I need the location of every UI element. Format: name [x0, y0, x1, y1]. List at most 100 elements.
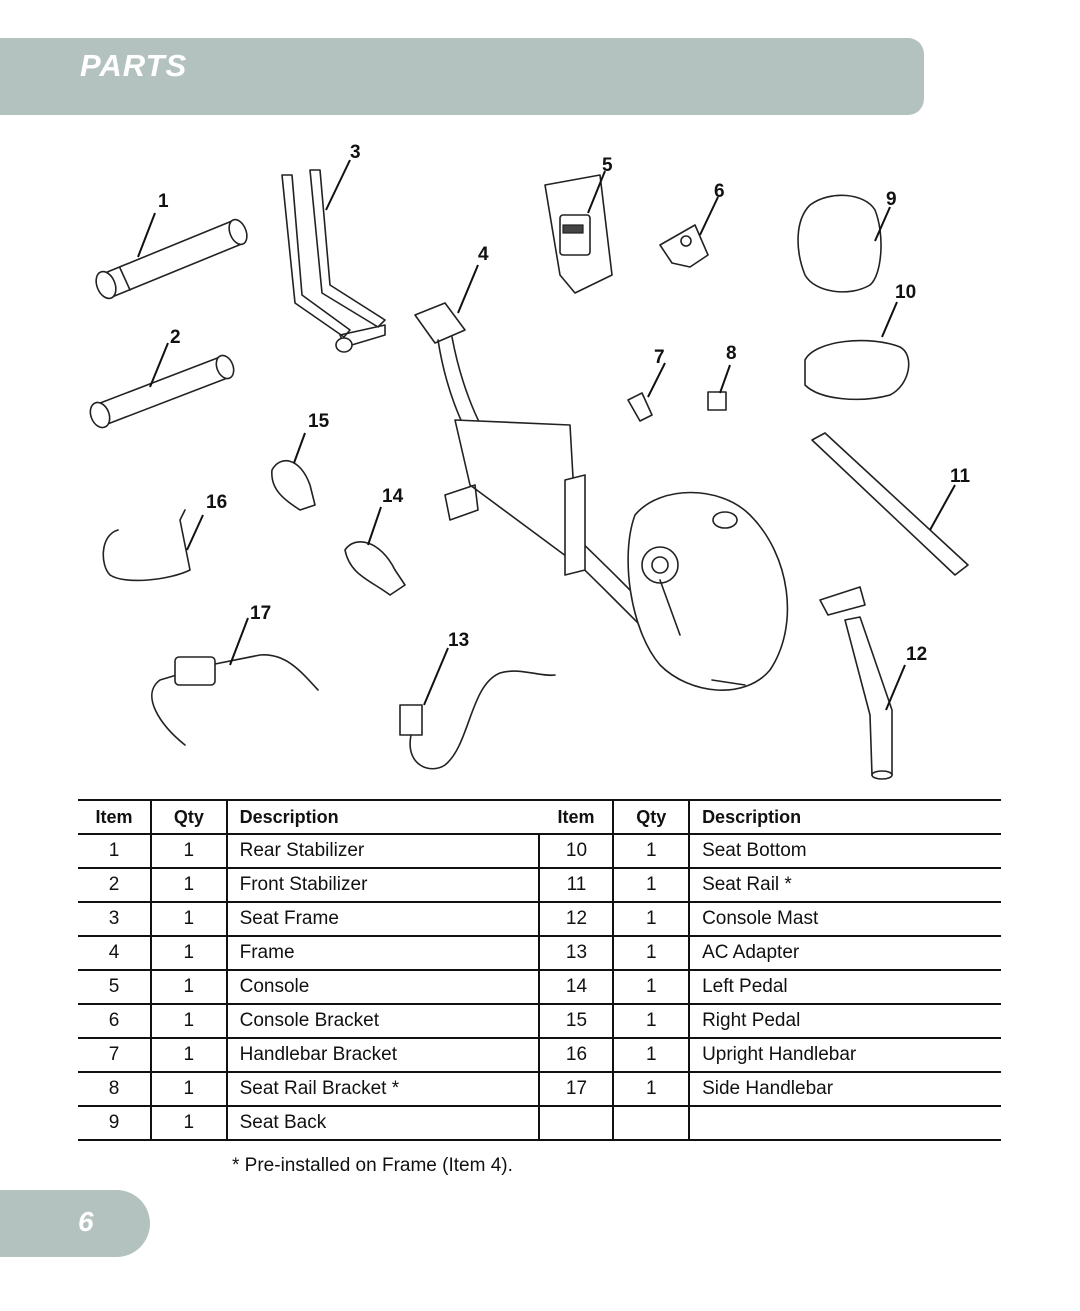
table-row: 4 1 Frame 13 1 AC Adapter — [78, 936, 1001, 971]
cell-qty: 1 — [613, 1072, 691, 1107]
frame-drawing — [414, 302, 789, 691]
cell-description: Seat Rail Bracket * — [226, 1072, 541, 1107]
callout-11: 11 — [950, 466, 971, 487]
callout-6: 6 — [714, 181, 725, 202]
table-row: 6 1 Console Bracket 15 1 Right Pedal — [78, 1004, 1001, 1039]
table-header-row: Item Qty Description Item Qty Descriptio… — [78, 799, 1001, 835]
cell-description: Upright Handlebar — [689, 1038, 1001, 1073]
cell-description: Side Handlebar — [689, 1072, 1001, 1107]
callout-14: 14 — [382, 486, 404, 507]
cell-item: 16 — [539, 1038, 615, 1073]
callout-17: 17 — [250, 603, 271, 624]
callout-4: 4 — [478, 244, 489, 265]
front-stabilizer-drawing — [89, 354, 235, 429]
cell-qty: 1 — [613, 970, 691, 1005]
parts-diagram: 1 2 3 4 5 6 7 8 9 10 11 12 13 14 15 16 1… — [0, 125, 1080, 795]
cell-description: Right Pedal — [689, 1004, 1001, 1039]
cell-qty: 1 — [151, 1038, 228, 1073]
table-row: 9 1 Seat Back — [78, 1106, 1001, 1141]
cell-qty: 1 — [613, 1004, 691, 1039]
parts-table: Item Qty Description Item Qty Descriptio… — [78, 799, 1001, 1141]
cell-item: 13 — [539, 936, 615, 971]
left-pedal-drawing — [344, 541, 406, 596]
callout-5: 5 — [602, 155, 613, 176]
cell-item: 1 — [78, 834, 153, 869]
cell-qty: 1 — [151, 868, 228, 903]
upright-handlebar-drawing — [102, 509, 191, 582]
callout-9: 9 — [886, 189, 897, 210]
cell-item: 11 — [539, 868, 615, 903]
cell-qty: 1 — [151, 1072, 228, 1107]
seat-rail-drawing — [811, 432, 969, 576]
col-header-qty-2: Qty — [613, 799, 691, 835]
cell-qty: 1 — [613, 834, 691, 869]
callout-15: 15 — [308, 411, 330, 432]
cell-qty: 1 — [151, 970, 228, 1005]
cell-item: 3 — [78, 902, 153, 937]
right-pedal-drawing — [271, 460, 316, 511]
cell-item: 10 — [539, 834, 615, 869]
cell-item: 15 — [539, 1004, 615, 1039]
col-header-description: Description — [226, 799, 540, 835]
cell-qty: 1 — [151, 936, 228, 971]
cell-description: Handlebar Bracket — [226, 1038, 541, 1073]
seat-rail-bracket-drawing — [707, 391, 727, 411]
cell-qty: 1 — [151, 1106, 228, 1141]
col-header-description-2: Description — [689, 799, 1001, 835]
callout-10: 10 — [895, 282, 916, 303]
seat-frame-drawing — [281, 169, 386, 353]
cell-description: Front Stabilizer — [226, 868, 541, 903]
callout-2: 2 — [170, 327, 181, 348]
table-row: 7 1 Handlebar Bracket 16 1 Upright Handl… — [78, 1038, 1001, 1073]
callout-7: 7 — [654, 347, 665, 368]
cell-qty: 1 — [151, 902, 228, 937]
cell-description: Rear Stabilizer — [226, 834, 541, 869]
table-row: 5 1 Console 14 1 Left Pedal — [78, 970, 1001, 1005]
page-number: 6 — [78, 1206, 94, 1237]
console-bracket-drawing — [659, 224, 709, 268]
callout-3: 3 — [350, 142, 361, 163]
console-mast-drawing — [819, 586, 893, 780]
col-header-qty: Qty — [151, 799, 228, 835]
cell-description: Left Pedal — [689, 970, 1001, 1005]
callout-16: 16 — [206, 492, 227, 513]
table-row: 1 1 Rear Stabilizer 10 1 Seat Bottom — [78, 834, 1001, 869]
callout-8: 8 — [726, 343, 737, 364]
page-number-tab — [0, 1190, 150, 1257]
parts-illustration: 1 2 3 4 5 6 7 8 9 10 11 12 13 14 15 16 1… — [89, 142, 971, 780]
cell-item: 8 — [78, 1072, 153, 1107]
footnote: * Pre-installed on Frame (Item 4). — [232, 1155, 513, 1176]
cell-description — [689, 1106, 1001, 1141]
ac-adapter-drawing — [399, 670, 556, 770]
col-header-item: Item — [78, 799, 153, 835]
side-handlebar-drawing — [151, 654, 319, 746]
cell-item — [539, 1106, 615, 1141]
callout-13: 13 — [448, 630, 469, 651]
cell-qty: 1 — [613, 1038, 691, 1073]
cell-description: Console — [226, 970, 541, 1005]
cell-qty: 1 — [613, 936, 691, 971]
cell-description: AC Adapter — [689, 936, 1001, 971]
callout-1: 1 — [158, 191, 169, 212]
cell-item: 2 — [78, 868, 153, 903]
header-band — [0, 38, 924, 115]
col-header-item-2: Item — [539, 799, 615, 835]
seat-back-drawing — [797, 194, 882, 293]
callout-12: 12 — [906, 644, 927, 665]
cell-description: Seat Frame — [226, 902, 541, 937]
handlebar-bracket-drawing — [627, 392, 653, 422]
page-title: PARTS — [80, 48, 188, 83]
cell-description: Console Bracket — [226, 1004, 541, 1039]
cell-item: 7 — [78, 1038, 153, 1073]
console-drawing — [544, 174, 613, 294]
cell-item: 5 — [78, 970, 153, 1005]
cell-qty: 1 — [151, 1004, 228, 1039]
cell-item: 14 — [539, 970, 615, 1005]
cell-description: Frame — [226, 936, 541, 971]
cell-qty — [613, 1106, 691, 1141]
rear-stabilizer-drawing — [95, 218, 248, 300]
cell-item: 12 — [539, 902, 615, 937]
leader-lines — [137, 159, 956, 711]
seat-bottom-drawing — [804, 339, 910, 401]
cell-qty: 1 — [151, 834, 228, 869]
